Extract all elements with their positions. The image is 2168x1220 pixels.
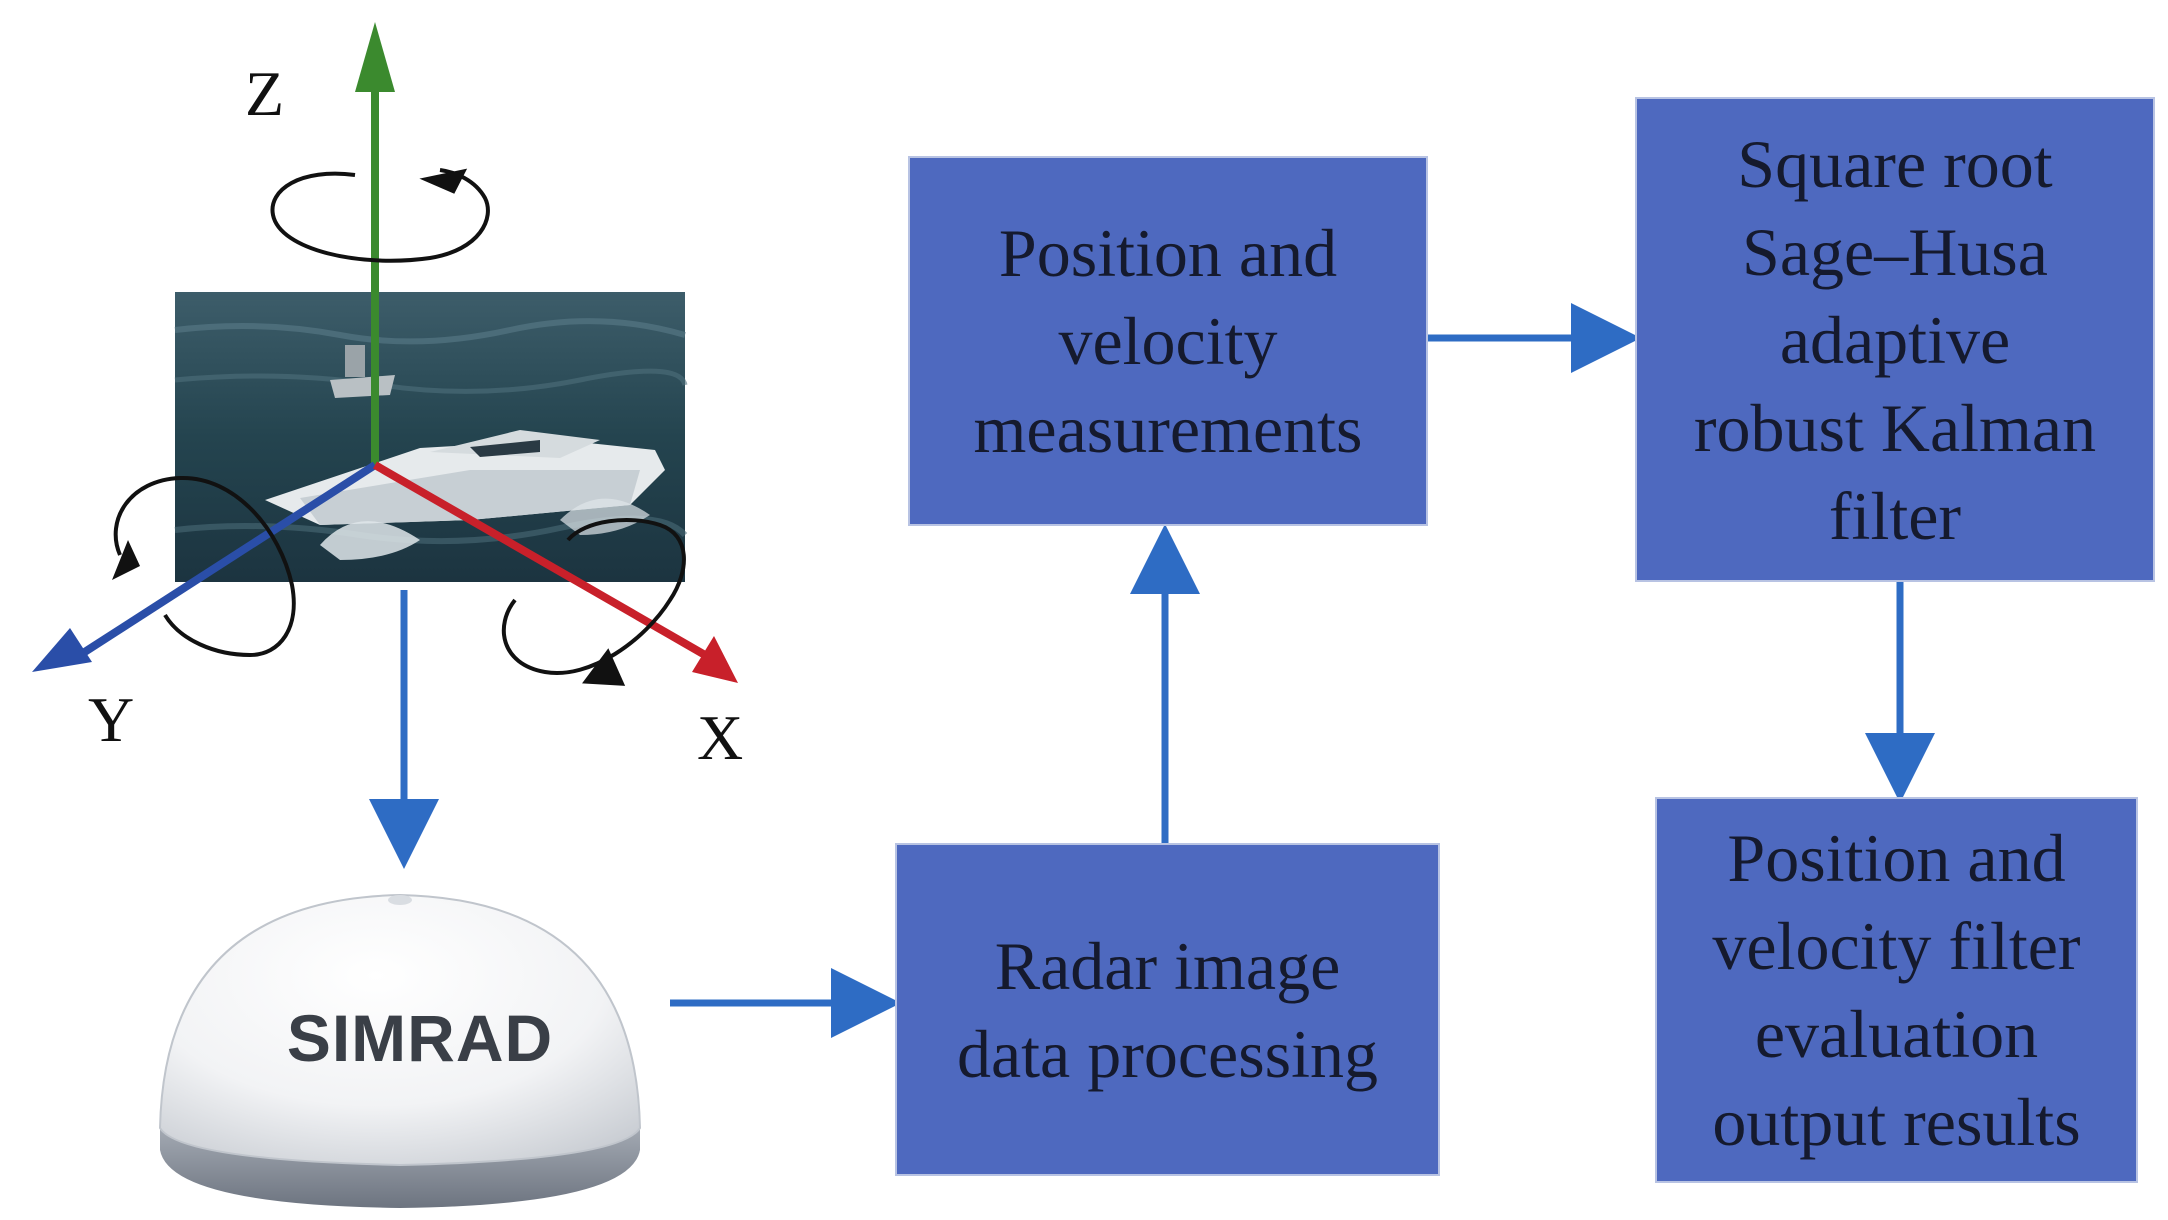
square-root-kalman-filter-text: Square root Sage–Husa adaptive robust Ka… (1693, 125, 2097, 554)
x-axis-label: X (697, 702, 744, 773)
radar-dome (158, 893, 642, 1208)
radar-image-processing-box: Radar image data processing (895, 843, 1440, 1176)
flow-arrows (369, 303, 1935, 1038)
y-axis-label: Y (88, 684, 135, 755)
square-root-kalman-filter-box: Square root Sage–Husa adaptive robust Ka… (1635, 97, 2155, 582)
radar-brand-text: SIMRAD (286, 1001, 554, 1075)
filter-output-results-text: Position and velocity filter evaluation … (1712, 820, 2081, 1160)
position-velocity-measurements-box: Position and velocity measurements (908, 156, 1428, 526)
radar-image-processing-text: Radar image data processing (956, 927, 1379, 1092)
boat-photo (174, 292, 688, 582)
position-velocity-measurements-text: Position and velocity measurements (973, 215, 1363, 467)
rotation-arrow (112, 168, 686, 686)
z-axis-label: Z (245, 58, 285, 129)
filter-output-results-box: Position and velocity filter evaluation … (1655, 797, 2138, 1183)
